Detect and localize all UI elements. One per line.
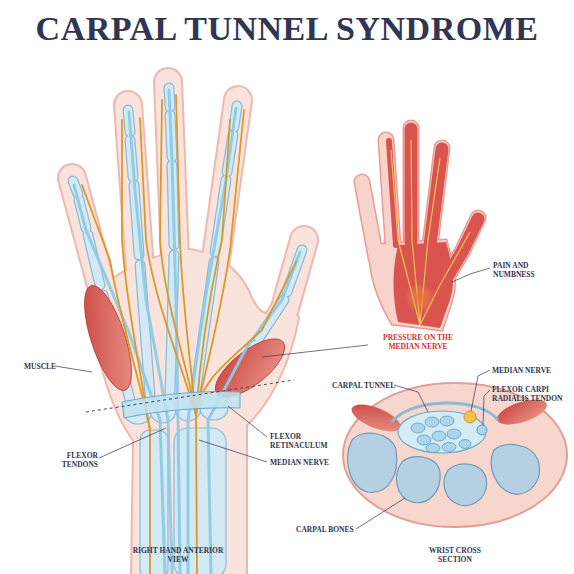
- carpal-tunnel-space: [398, 411, 486, 453]
- nerve-line: [420, 232, 470, 325]
- median-nerve: [196, 262, 296, 574]
- pressure-label: PRESSURE ON THE MEDIAN NERVE: [370, 333, 466, 351]
- median-nerve: [196, 120, 230, 415]
- wrist-cross-section: [343, 383, 567, 527]
- symptom-label: PAIN AND NUMBNESS: [493, 261, 549, 279]
- numb-fingers: [389, 129, 478, 292]
- tendon-section: [440, 416, 454, 426]
- part-label: CARPAL BONES: [296, 525, 356, 534]
- nerves: [82, 95, 296, 574]
- part-label: MEDIAN NERVE: [492, 366, 564, 375]
- numb-finger: [389, 141, 396, 245]
- numb-thumb: [438, 219, 478, 292]
- view-caption: RIGHT HAND ANTERIOR VIEW: [128, 546, 228, 564]
- tendon-section: [426, 444, 440, 453]
- leader-line: [394, 385, 428, 412]
- leader-line: [55, 366, 92, 372]
- fcr-tendon-section: [477, 425, 487, 435]
- median-nerve-section: [464, 411, 476, 423]
- pain-glow: [405, 283, 435, 313]
- median-nerve: [160, 100, 196, 415]
- tendon-section: [432, 431, 446, 441]
- leader-line: [199, 440, 267, 462]
- leader-line: [228, 406, 267, 437]
- part-label: FLEXOR CARPI RADIALIS TENDON: [492, 385, 568, 403]
- tendon-section: [411, 423, 425, 433]
- carpal-bone-section: [491, 445, 539, 495]
- hand-skin-outline: [72, 82, 304, 574]
- ulnar-nerve: [122, 120, 150, 430]
- section-carpal-bones: [348, 433, 540, 505]
- tendon-section: [442, 443, 456, 452]
- median-nerve: [196, 110, 244, 415]
- leader-line: [356, 498, 405, 529]
- flexor-retinaculum-band: [122, 391, 240, 418]
- section-line: [86, 380, 294, 412]
- tendon-section: [425, 417, 439, 427]
- small-hand: [362, 128, 478, 330]
- tendon-section: [417, 435, 431, 445]
- part-label: CARPAL TUNNEL: [332, 381, 396, 390]
- flexor-tendons: [74, 90, 300, 574]
- median-nerve: [140, 118, 196, 415]
- tendon-section: [447, 429, 461, 439]
- carpal-bone-section: [348, 433, 397, 492]
- part-label: MEDIAN NERVE: [270, 458, 342, 467]
- tendon-section: [459, 440, 471, 449]
- part-label: FLEXOR RETINACULUM: [270, 432, 336, 450]
- view-caption: WRIST CROSS SECTION: [420, 546, 490, 564]
- tendon: [74, 185, 165, 574]
- leader-line: [452, 268, 490, 282]
- leader-line: [262, 345, 368, 357]
- leader-line: [483, 390, 490, 425]
- small-nerves: [391, 140, 470, 325]
- leader-line: [471, 370, 490, 411]
- numb-finger: [430, 149, 442, 245]
- carpal-bone-section: [397, 457, 441, 503]
- part-label: MUSCLE: [24, 362, 60, 371]
- part-label: FLEXOR TENDONS: [46, 451, 98, 469]
- section-tendons: [411, 416, 471, 453]
- ulnar-nerve: [82, 185, 150, 574]
- carpal-bone-section: [444, 464, 487, 506]
- leader-lines: [55, 268, 490, 529]
- diagram-title: CARPAL TUNNEL SYNDROME: [0, 10, 574, 48]
- wrist-outline: [343, 383, 567, 527]
- hand-skin: [72, 82, 304, 574]
- leader-line: [99, 428, 166, 458]
